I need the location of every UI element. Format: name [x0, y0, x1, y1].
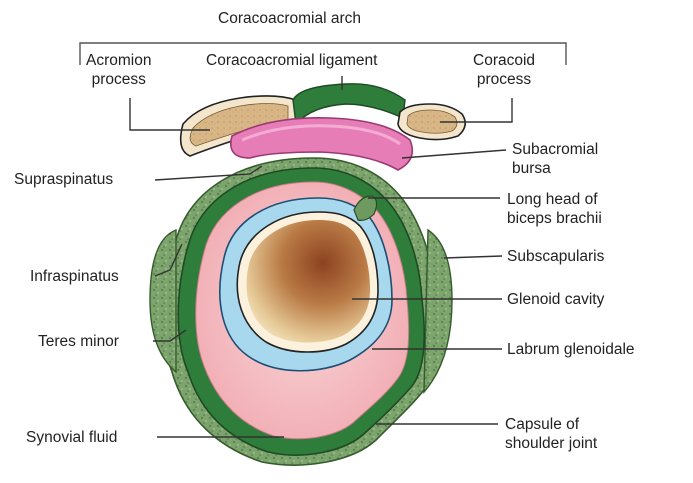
- label-acromion-line1: Acromion: [86, 51, 151, 70]
- label-capsule-line1: Capsule of: [505, 415, 597, 434]
- leader-subscapularis: [444, 256, 502, 258]
- label-biceps-line2: biceps brachii: [507, 209, 602, 228]
- glenoid-cavity: [237, 212, 378, 352]
- label-synovial-fluid: Synovial fluid: [26, 428, 117, 447]
- label-glenoid-cavity: Glenoid cavity: [507, 290, 604, 309]
- label-labrum-glenoidale: Labrum glenoidale: [507, 340, 635, 359]
- label-subacromial-bursa: Subacromial bursa: [512, 140, 598, 178]
- label-biceps-line1: Long head of: [507, 190, 602, 209]
- diagram-title: Coracoacromial arch: [218, 9, 361, 28]
- label-acromion-line2: process: [86, 70, 151, 89]
- label-coracoid-line2: process: [473, 70, 535, 89]
- leader-bursa: [402, 150, 506, 158]
- label-capsule: Capsule of shoulder joint: [505, 415, 597, 453]
- label-capsule-line2: shoulder joint: [505, 434, 597, 453]
- label-coracoid-process: Coracoid process: [473, 51, 535, 89]
- label-coracoid-line1: Coracoid: [473, 51, 535, 70]
- label-coracoacromial-ligament: Coracoacromial ligament: [206, 51, 377, 70]
- label-bursa-line2: bursa: [512, 159, 598, 178]
- label-bursa-line1: Subacromial: [512, 140, 598, 159]
- label-subscapularis: Subscapularis: [507, 247, 604, 266]
- label-teres-minor: Teres minor: [38, 332, 119, 351]
- label-infraspinatus: Infraspinatus: [30, 267, 119, 286]
- label-supraspinatus: Supraspinatus: [14, 170, 113, 189]
- label-acromion-process: Acromion process: [86, 51, 151, 89]
- label-long-head-biceps: Long head of biceps brachii: [507, 190, 602, 228]
